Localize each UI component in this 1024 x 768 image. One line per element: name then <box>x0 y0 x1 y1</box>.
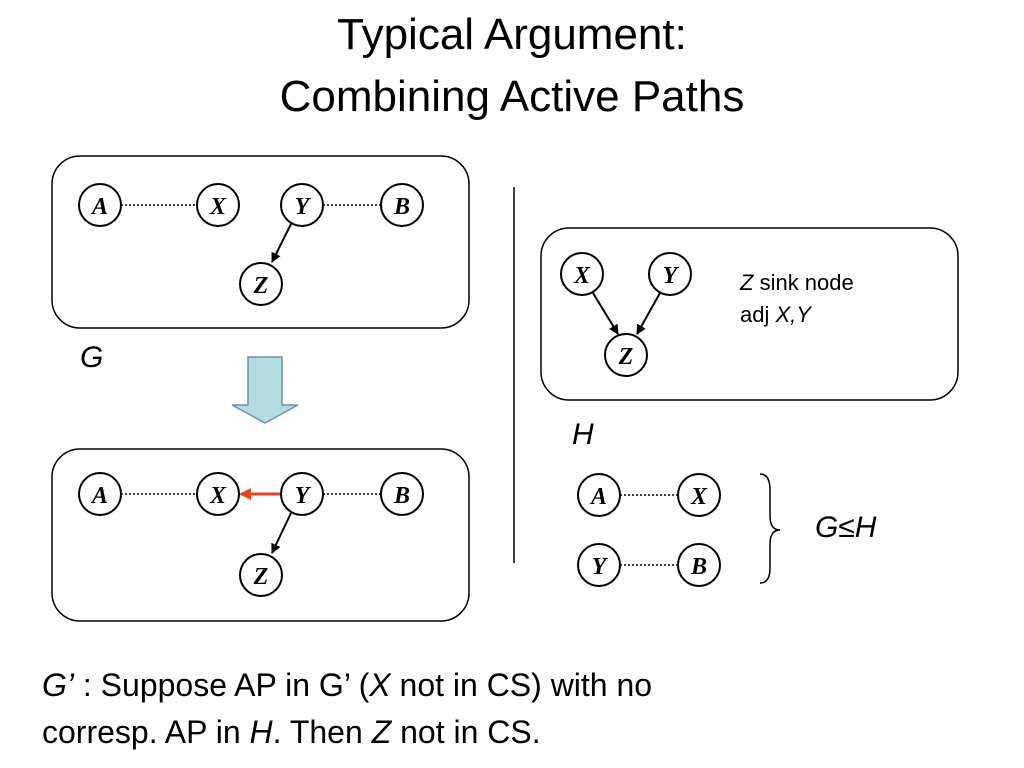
caption-line-2: corresp. AP in H. Then Z not in CS. <box>42 712 541 752</box>
node-x-label: X <box>573 263 591 289</box>
node-z-label: Z <box>253 273 269 299</box>
caption-text: . Then <box>272 714 372 750</box>
sink-note-line-2: adj X,Y <box>740 302 812 327</box>
caption-text: not in CS) with no <box>390 667 653 703</box>
node-x-label: X <box>690 484 708 510</box>
graph-g-label: G <box>80 341 103 374</box>
sink-note-rest: sink node <box>753 270 853 295</box>
node-y-label: Y <box>295 194 312 220</box>
node-b: B <box>380 472 424 516</box>
graph-h-box <box>540 227 959 401</box>
node-b: B <box>677 543 721 587</box>
caption-text: : Suppose AP in G’ ( <box>74 667 370 703</box>
caption-z: Z <box>371 714 392 750</box>
edge-y-z <box>636 292 661 335</box>
node-b-label: B <box>690 554 707 580</box>
node-z: Z <box>604 333 648 377</box>
node-a-label: A <box>90 483 108 509</box>
node-a: A <box>78 472 122 516</box>
node-z-label: Z <box>618 344 634 370</box>
title-line-1: Typical Argument: <box>337 10 687 59</box>
edge-y-z <box>271 223 292 263</box>
node-z-label: Z <box>253 564 269 590</box>
node-y: Y <box>577 543 621 587</box>
node-y-label: Y <box>295 483 312 509</box>
node-x: X <box>560 252 604 296</box>
caption-text: corresp. AP in <box>42 714 250 750</box>
caption-x: X <box>369 667 391 703</box>
edge-y-z <box>271 512 292 554</box>
node-x: X <box>196 472 240 516</box>
graph-g-prime-panel: A X Y B Z <box>51 448 470 622</box>
graph-g-panel: A X Y B Z <box>51 155 470 329</box>
node-y-label: Y <box>592 554 609 580</box>
caption-line-1: G’ : Suppose AP in G’ (X not in CS) with… <box>42 665 652 705</box>
caption-h: H <box>249 714 273 750</box>
graph-h-panel: X Y Z Z sink node adj X,Y <box>540 227 959 401</box>
title-line-2: Combining Active Paths <box>279 72 745 121</box>
graph-g-prime-box <box>51 448 470 622</box>
node-y: Y <box>280 472 324 516</box>
node-x-label: X <box>209 483 227 509</box>
node-y: Y <box>280 183 324 227</box>
node-z: Z <box>239 262 283 306</box>
graph-g-box <box>51 155 470 329</box>
node-b-label: B <box>393 194 410 220</box>
node-y-label: Y <box>663 263 680 289</box>
edge-x-z <box>592 292 619 335</box>
node-b-label: B <box>393 483 410 509</box>
node-z: Z <box>239 553 283 597</box>
g-leq-h-label: G≤H <box>815 511 877 544</box>
node-a-label: A <box>90 194 108 220</box>
right-brace-icon <box>759 473 781 584</box>
node-y: Y <box>648 252 692 296</box>
sink-note-xy: X,Y <box>774 302 812 327</box>
node-a-label: A <box>589 484 607 510</box>
pair-graphs: A X Y B <box>577 473 721 587</box>
node-a: A <box>78 183 122 227</box>
caption-g-prime: G’ <box>42 667 74 703</box>
graph-h-label: H <box>572 418 594 451</box>
caption-text: not in CS. <box>391 714 541 750</box>
node-x: X <box>196 183 240 227</box>
transform-arrow-icon <box>231 356 299 424</box>
node-b: B <box>380 183 424 227</box>
node-a: A <box>577 473 621 517</box>
sink-note-adj: adj <box>740 302 775 327</box>
sink-note-z: Z <box>739 270 755 295</box>
sink-note-line-1: Z sink node <box>739 270 854 295</box>
node-x: X <box>677 473 721 517</box>
node-x-label: X <box>209 194 227 220</box>
